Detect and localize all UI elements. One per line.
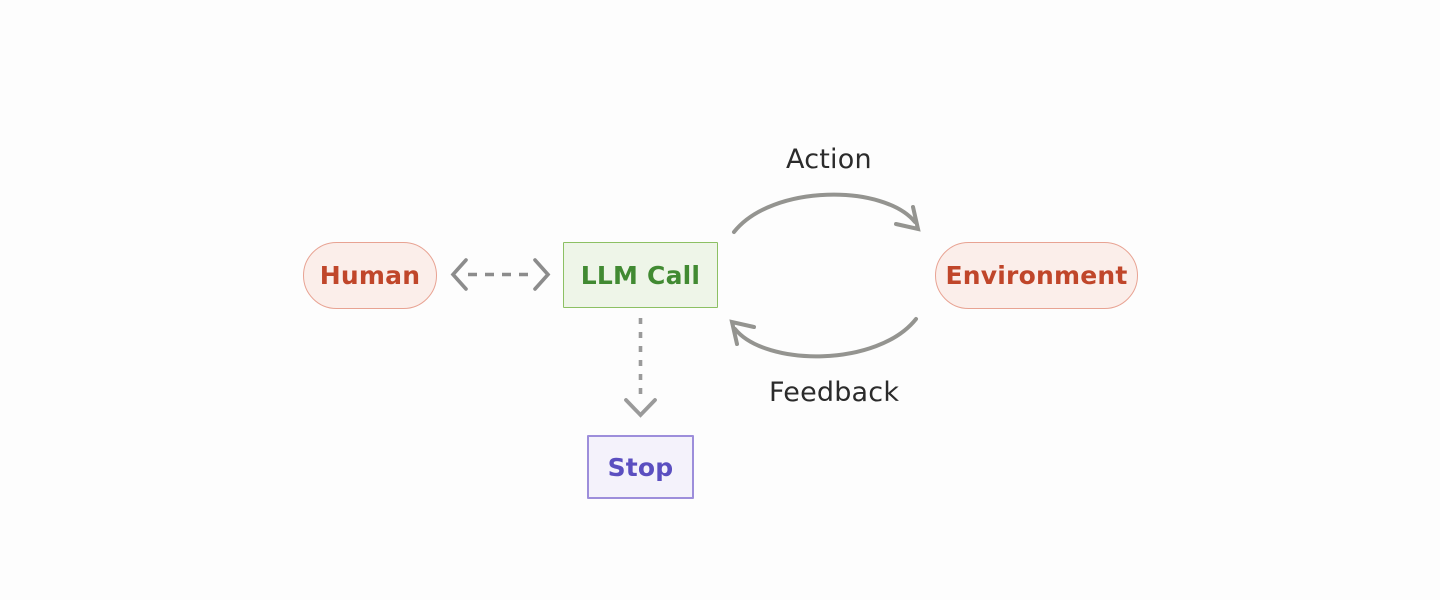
node-environment[interactable]: Environment [935,242,1138,309]
edge-llm-environment-action [732,192,921,234]
arrowhead-left-icon [450,258,468,291]
edge-label-action: Action [786,144,872,175]
node-environment-label: Environment [945,261,1128,290]
arrowhead-down-right-icon [894,205,921,232]
arrowhead-down-icon [624,398,657,418]
node-human[interactable]: Human [303,242,437,309]
node-stop-label: Stop [607,452,674,482]
arrowhead-right-icon [533,258,551,291]
node-llm-call-label: LLM Call [580,260,701,290]
edge-label-feedback: Feedback [769,377,900,408]
edge-feedback-arc [733,317,918,359]
edge-environment-llm-feedback [729,317,918,359]
edge-human-llm [450,258,551,291]
node-human-label: Human [319,261,421,290]
node-stop[interactable]: Stop [587,435,694,499]
node-llm-call[interactable]: LLM Call [563,242,718,308]
edge-llm-stop [624,318,657,418]
arrowhead-up-left-icon [729,319,756,346]
edge-action-arc [732,192,917,234]
